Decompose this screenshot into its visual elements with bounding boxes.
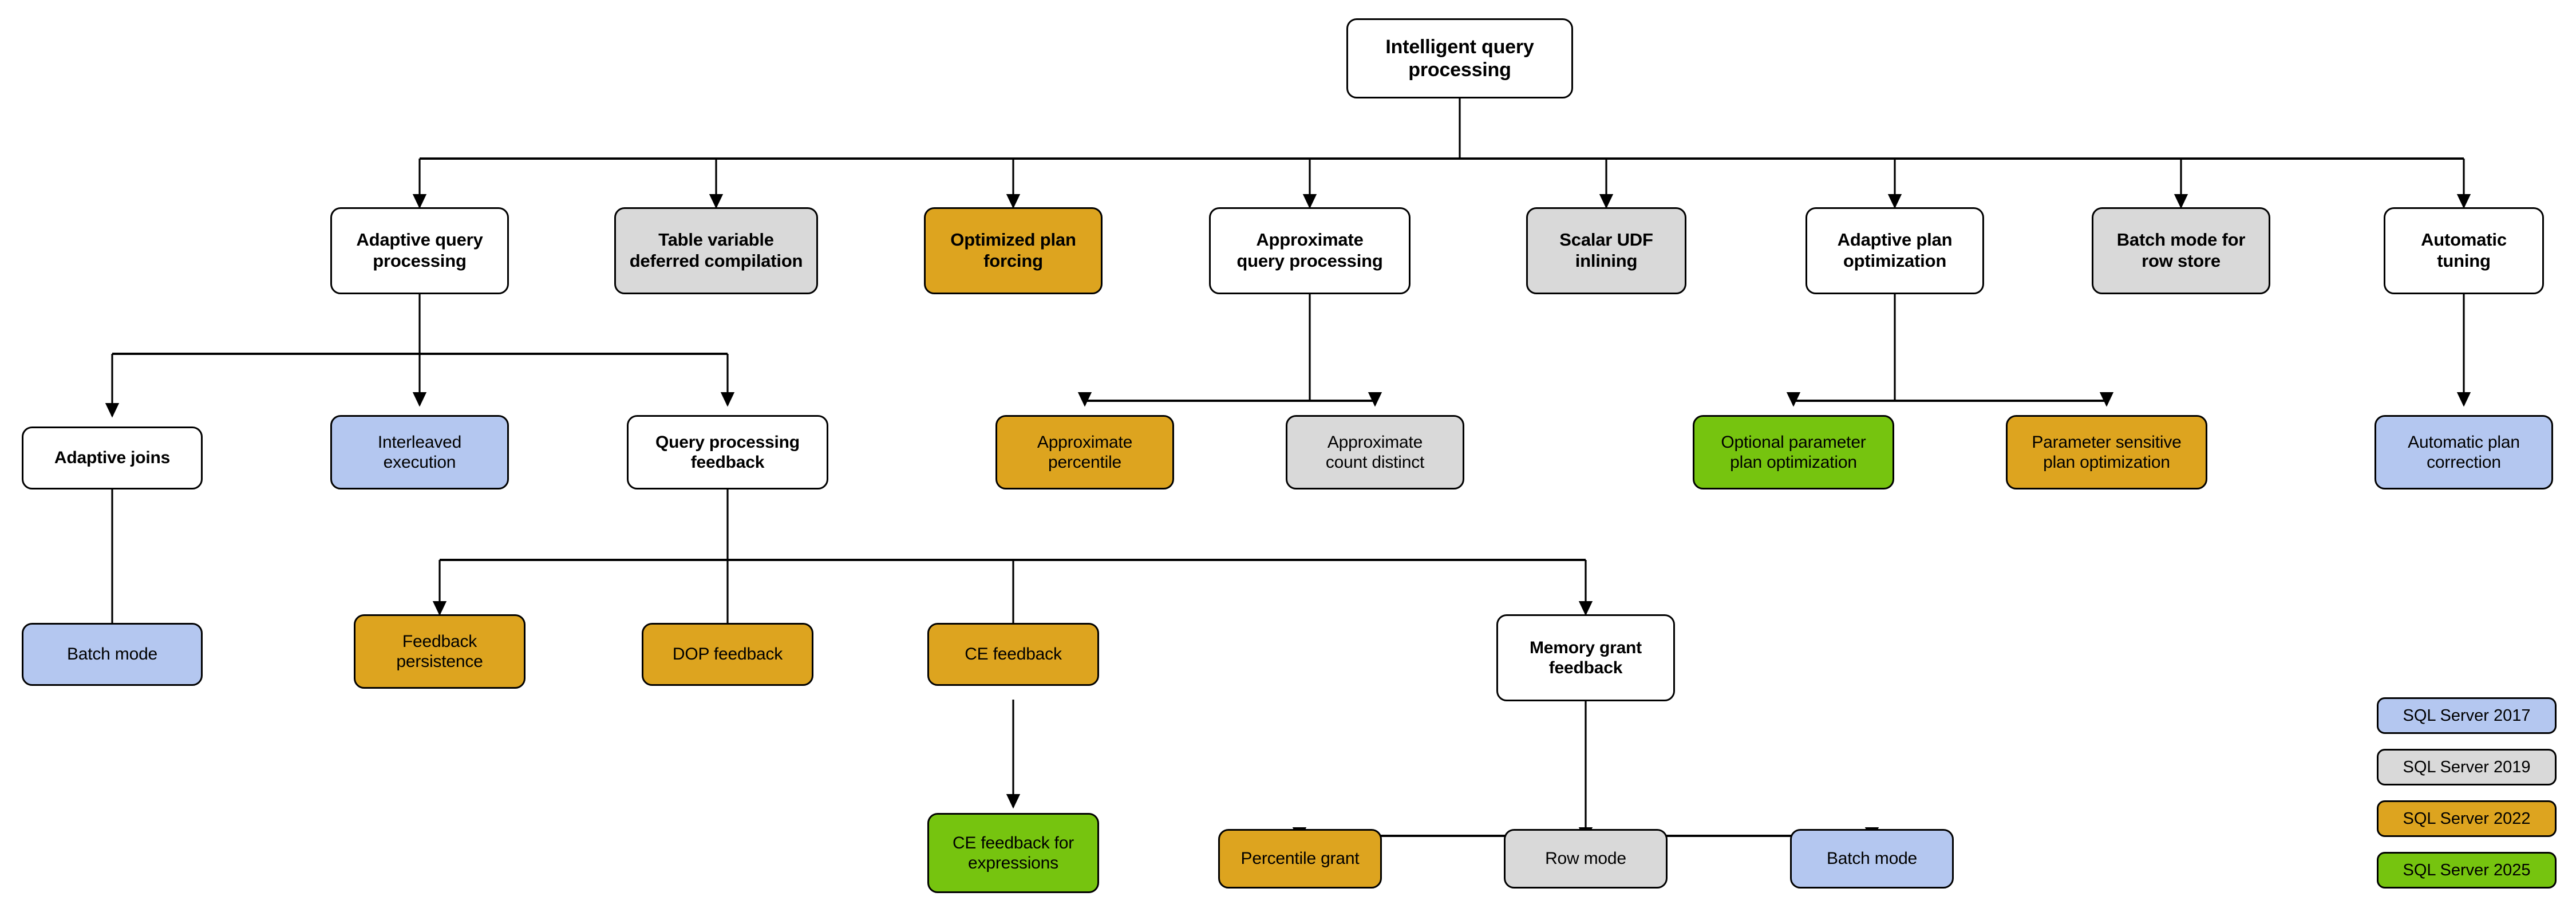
node-table-variable-deferred-compilation[interactable]: Table variable deferred compilation (614, 207, 818, 294)
node-optimized-plan-forcing[interactable]: Optimized plan forcing (924, 207, 1103, 294)
node-batch-mode-for-row-store[interactable]: Batch mode for row store (2092, 207, 2270, 294)
node-adaptive-joins[interactable]: Adaptive joins (22, 427, 203, 489)
node-ce-feedback-for-expressions[interactable]: CE feedback for expressions (927, 813, 1099, 893)
node-parameter-sensitive-plan-optimization[interactable]: Parameter sensitive plan optimization (2006, 415, 2207, 489)
node-approximate-percentile[interactable]: Approximate percentile (995, 415, 1174, 489)
node-row-mode[interactable]: Row mode (1504, 829, 1668, 889)
node-batch-mode[interactable]: Batch mode (22, 623, 203, 686)
node-percentile-grant[interactable]: Percentile grant (1218, 829, 1382, 889)
node-automatic-plan-correction[interactable]: Automatic plan correction (2374, 415, 2553, 489)
legend-item-sql-server-2022[interactable]: SQL Server 2022 (2377, 800, 2557, 837)
node-scalar-udf-inlining[interactable]: Scalar UDF inlining (1526, 207, 1686, 294)
node-approximate-count-distinct[interactable]: Approximate count distinct (1286, 415, 1464, 489)
legend-item-sql-server-2019[interactable]: SQL Server 2019 (2377, 749, 2557, 785)
node-interleaved-execution[interactable]: Interleaved execution (330, 415, 509, 489)
node-adaptive-query-processing[interactable]: Adaptive query processing (330, 207, 509, 294)
node-optional-parameter-plan-optimization[interactable]: Optional parameter plan optimization (1693, 415, 1894, 489)
node-automatic-tuning[interactable]: Automatic tuning (2384, 207, 2544, 294)
node-approximate-query-processing[interactable]: Approximate query processing (1209, 207, 1411, 294)
node-memory-grant-feedback[interactable]: Memory grant feedback (1496, 614, 1675, 701)
node-ce-feedback[interactable]: CE feedback (927, 623, 1099, 686)
node-feedback-persistence[interactable]: Feedback persistence (354, 614, 526, 689)
node-batch-mode-mgf[interactable]: Batch mode (1790, 829, 1954, 889)
legend-item-sql-server-2025[interactable]: SQL Server 2025 (2377, 852, 2557, 889)
legend-item-sql-server-2017[interactable]: SQL Server 2017 (2377, 697, 2557, 734)
node-intelligent-query-processing[interactable]: Intelligent query processing (1346, 18, 1573, 98)
node-adaptive-plan-optimization[interactable]: Adaptive plan optimization (1805, 207, 1984, 294)
node-query-processing-feedback[interactable]: Query processing feedback (627, 415, 828, 489)
node-dop-feedback[interactable]: DOP feedback (642, 623, 813, 686)
